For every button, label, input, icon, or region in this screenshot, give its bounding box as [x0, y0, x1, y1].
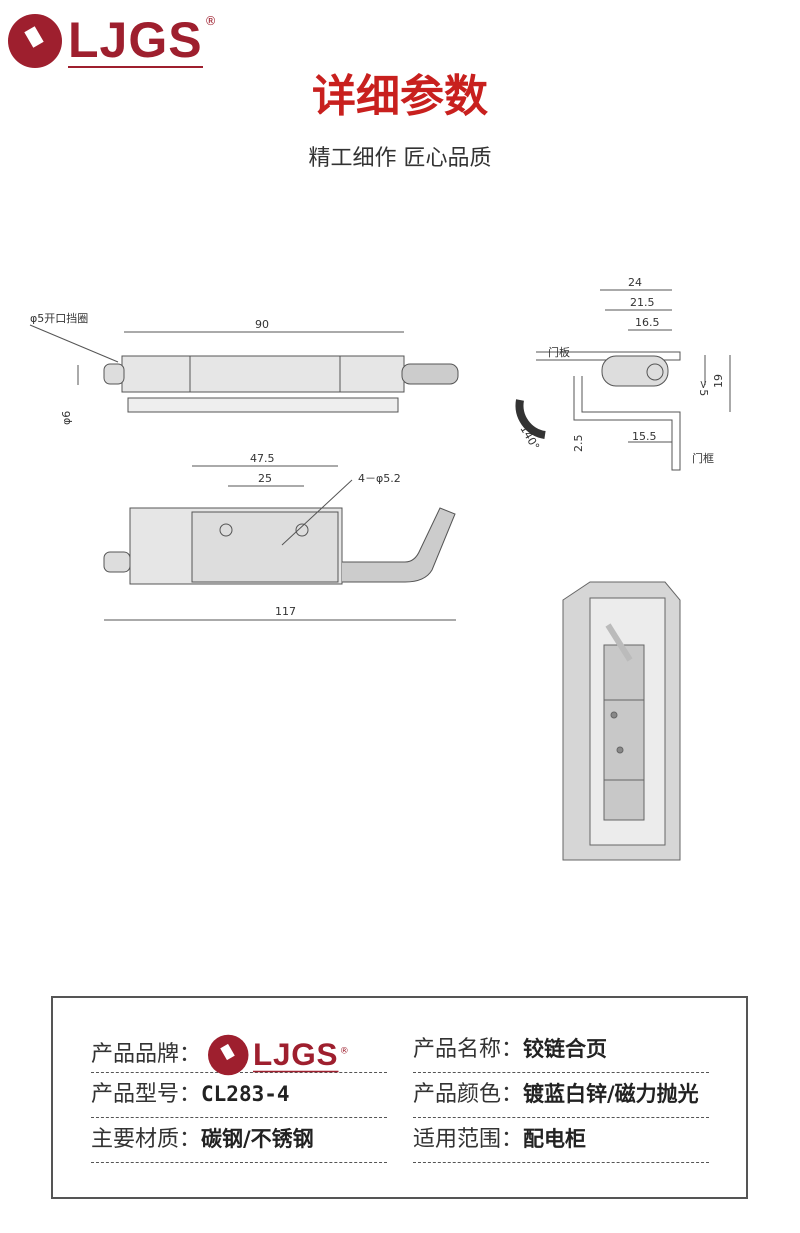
- spec-value: 碳钢/不锈钢: [201, 1127, 314, 1151]
- dim-offset: 15.5: [632, 430, 657, 443]
- front-view-drawing: [103, 465, 456, 621]
- spec-label: 主要材质：: [91, 1127, 202, 1152]
- dim-angle: 140°: [517, 423, 542, 452]
- spec-value: 铰链合页: [523, 1037, 608, 1061]
- dim-gap: >5: [697, 380, 710, 396]
- spec-table: 产品品牌： LJGS ® 产品名称：铰链合页 产品型号：CL283-4 产品颜色…: [51, 996, 748, 1199]
- label-retainer: φ5开口挡圈: [30, 311, 88, 325]
- label-door-frame: 门框: [692, 451, 714, 465]
- brand-logo-small: LJGS ®: [208, 1034, 349, 1076]
- spec-row-brand: 产品品牌： LJGS ®: [91, 1028, 387, 1076]
- dim-diameter: φ6: [60, 411, 73, 425]
- spec-value: 镀蓝白锌/磁力抛光: [523, 1082, 699, 1106]
- dim-hole-span: 47.5: [250, 452, 275, 465]
- spec-label: 适用范围：: [413, 1127, 524, 1152]
- hammer-logo-icon: [208, 1034, 249, 1076]
- spec-value: 配电柜: [523, 1127, 587, 1151]
- top-view-drawing: [29, 324, 459, 413]
- page-subtitle: 精工细作 匠心品质: [308, 146, 492, 171]
- dim-length: 90: [255, 318, 269, 331]
- technical-drawings: 90 φ5开口挡圈 φ6 47.5 25 4－φ5.2 117 24 21.5 …: [29, 276, 731, 861]
- label-holes: 4－φ5.2: [358, 472, 401, 485]
- logo-text: LJGS: [253, 1036, 339, 1073]
- dim-hole-pitch: 25: [258, 472, 272, 485]
- spec-row-color: 产品颜色：镀蓝白锌/磁力抛光: [413, 1073, 709, 1118]
- dim-24: 24: [628, 276, 642, 289]
- spec-row-scope: 适用范围：配电柜: [413, 1118, 709, 1163]
- registered-mark: ®: [339, 1045, 349, 1056]
- page-title: 详细参数: [312, 71, 488, 122]
- hinge-3d-render: [562, 581, 681, 861]
- spec-label: 产品名称：: [413, 1037, 524, 1062]
- spec-row-material: 主要材质：碳钢/不锈钢: [91, 1118, 387, 1163]
- dim-total-length: 117: [275, 605, 296, 618]
- spec-label: 产品颜色：: [413, 1082, 524, 1107]
- brand-logo: LJGS ®: [8, 14, 217, 68]
- registered-mark: ®: [204, 14, 217, 28]
- dim-21-5: 21.5: [630, 296, 655, 309]
- label-door-panel: 门板: [548, 345, 570, 359]
- spec-row-model: 产品型号：CL283-4: [91, 1073, 387, 1118]
- logo-text: LJGS: [68, 12, 203, 68]
- spec-row-name: 产品名称：铰链合页: [413, 1028, 709, 1073]
- dim-thickness: 2.5: [572, 435, 585, 453]
- spec-label: 产品型号：: [91, 1082, 202, 1107]
- spec-label: 产品品牌：: [91, 1042, 202, 1067]
- spec-value: CL283-4: [201, 1082, 290, 1106]
- hammer-logo-icon: [8, 14, 62, 68]
- section-view-drawing: [515, 289, 731, 471]
- dim-16-5: 16.5: [635, 316, 660, 329]
- dim-height: 19: [712, 374, 725, 388]
